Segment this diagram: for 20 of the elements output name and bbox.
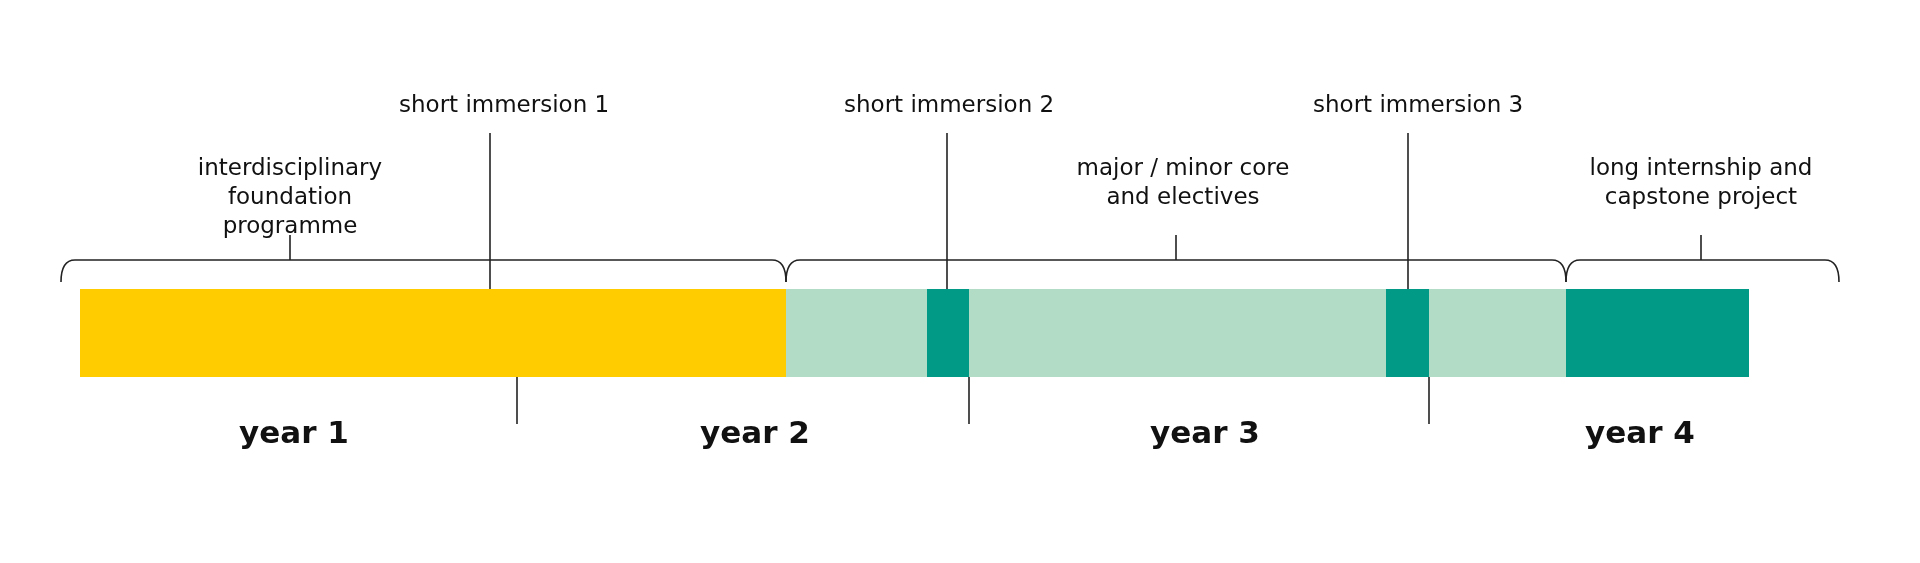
bar-segment — [969, 289, 1386, 377]
callout-label: short immersion 2 — [844, 90, 1055, 119]
bracket-label: major / minor core and electives — [1075, 153, 1291, 211]
callout-label: short immersion 1 — [399, 90, 610, 119]
bar-segment — [1429, 289, 1566, 377]
bar-segment — [786, 289, 927, 377]
bar-segment — [1386, 289, 1429, 377]
bar-segment — [927, 289, 969, 377]
leader-line — [489, 132, 491, 290]
year-label: year 2 — [700, 413, 810, 451]
bracket-label: long internship and capstone project — [1588, 153, 1814, 211]
year-label: year 1 — [239, 413, 349, 451]
leader-line — [946, 132, 948, 290]
callout-label: short immersion 3 — [1313, 90, 1524, 119]
bracket-label: interdisciplinary foundation programme — [196, 153, 384, 240]
year-label: year 3 — [1150, 413, 1260, 451]
leader-line — [1407, 132, 1409, 290]
year-label: year 4 — [1585, 413, 1695, 451]
bar-segment — [80, 289, 786, 377]
bar-segment — [1566, 289, 1749, 377]
